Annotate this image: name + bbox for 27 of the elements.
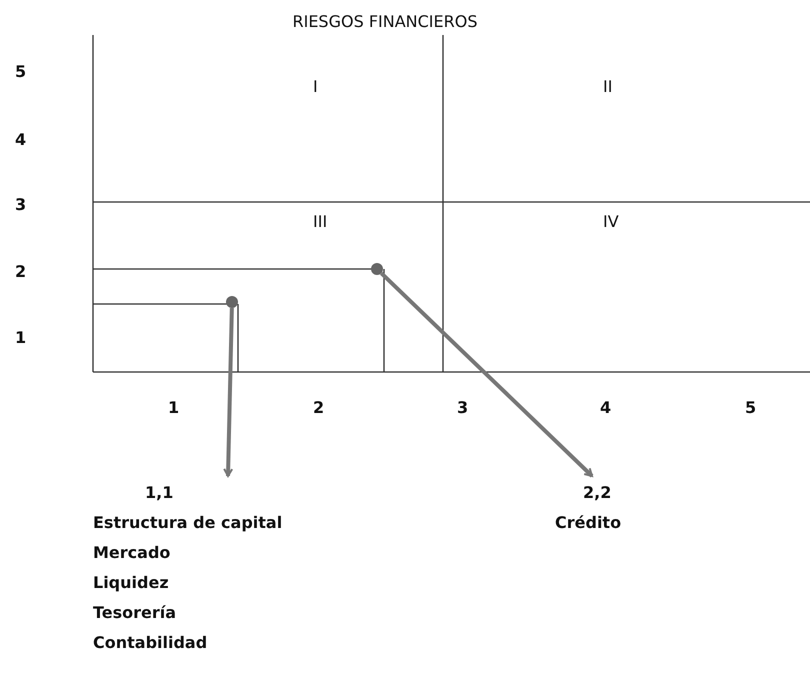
coordinate-label: 2,2 <box>583 482 612 504</box>
risk-label: Contabilidad <box>93 632 208 654</box>
risk-label: Liquidez <box>93 572 169 594</box>
axis-tick-label: 1 <box>15 328 26 348</box>
axis-tick-label: 3 <box>15 195 26 215</box>
axis-tick-label: 4 <box>600 398 612 418</box>
axis-tick-label: 2 <box>15 262 26 282</box>
axis-tick-label: 5 <box>745 398 756 418</box>
chart-title: RIESGOS FINANCIEROS <box>291 12 478 32</box>
axis-tick-label: 3 <box>457 398 468 418</box>
quadrant-label: III <box>313 212 328 232</box>
arrow <box>380 272 594 478</box>
point-marker <box>371 263 383 275</box>
risk-label: Mercado <box>93 542 170 564</box>
point-marker <box>226 296 238 308</box>
coordinate-label: 1,1 <box>145 482 174 504</box>
risk-label: Crédito <box>555 512 622 534</box>
quadrant-label: II <box>603 77 612 97</box>
risk-label: Estructura de capital <box>93 512 282 534</box>
risk-label: Tesorería <box>93 602 176 624</box>
axis-tick-label: 2 <box>313 398 324 418</box>
quadrant-label: IV <box>603 212 619 232</box>
axis-tick-label: 4 <box>15 130 26 150</box>
axis-tick-label: 1 <box>168 398 180 418</box>
axis-tick-label: 5 <box>15 62 26 82</box>
arrow <box>223 308 234 477</box>
quadrant-label: I <box>313 77 318 97</box>
